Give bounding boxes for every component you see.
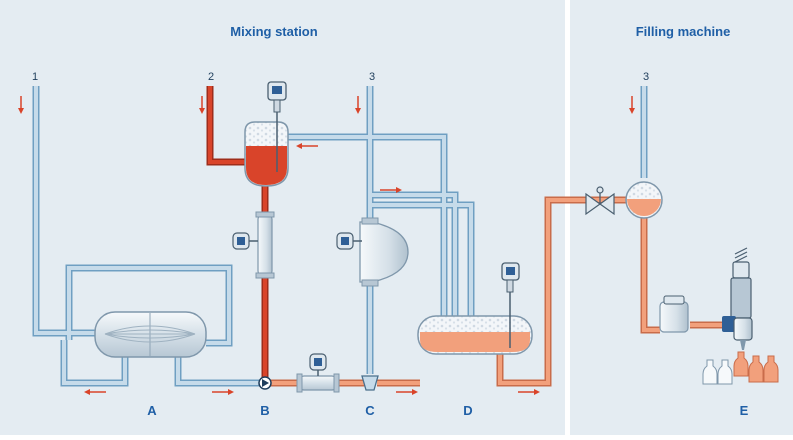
inlet-label-2: 2 [208,71,214,83]
water-pipes [32,86,648,387]
arrow-right-water [380,187,402,193]
filling-valve-e-icon [722,247,753,350]
station-label-d: D [463,403,472,418]
section-divider [565,0,570,435]
mixing-station-title: Mixing station [230,24,317,39]
flowmeter-horizontal-icon [296,353,340,393]
tank-level-transmitter-icon [501,262,520,293]
level-transmitter-icon [267,81,287,113]
station-label-b: B [260,403,269,418]
bottles-icon [702,351,779,385]
mixing-valve-c-icon [361,375,379,391]
station-label-c: C [365,403,375,418]
buffer-tank-d [417,290,533,355]
arrow-left-syrup-return [296,143,318,149]
inlet-label-3-filling: 3 [643,71,649,83]
arrow-right-d [518,389,540,395]
arrow-down-inlet-2 [199,96,205,114]
filler-sensor-icon [659,295,689,333]
coriolis-flowmeter-icon [336,217,409,287]
heat-exchanger-a [94,311,207,358]
station-label-a: A [147,403,157,418]
valve-icon [585,186,615,216]
arrow-right-c [396,389,418,395]
inlet-label-3: 3 [369,71,375,83]
arrow-left-a [84,389,106,395]
inlet-label-1: 1 [32,71,38,83]
arrow-right-b [212,389,234,395]
syrup-tank [244,110,289,187]
flow-arrows [18,96,635,395]
arrow-down-inlet-1 [18,96,24,114]
station-label-e: E [740,403,749,418]
mixing-station-panel [0,0,565,435]
filler-bowl [625,181,663,219]
arrow-down-inlet-3 [355,96,361,114]
filling-machine-title: Filling machine [636,24,731,39]
pump-b-icon [258,376,272,390]
arrow-down-inlet-4 [629,96,635,114]
flowmeter-vertical-icon [232,211,275,279]
